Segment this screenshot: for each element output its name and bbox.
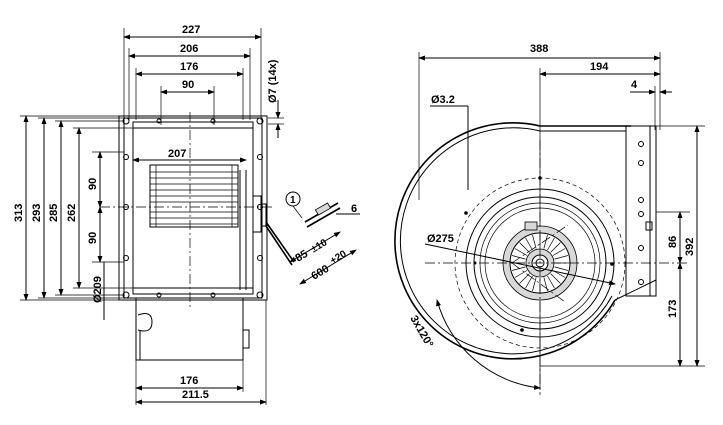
rotor-spoke [554,266,569,271]
dim-cable-600-tol: +20 [328,248,349,266]
rotor-spoke [554,255,569,260]
side-view: 388 194 4 Ø3.2 [394,43,705,395]
rotor-spoke [519,273,530,284]
dim-392: 392 [684,238,696,256]
front-top-dimensions: 227 206 176 90 [123,24,262,125]
dim-176-bottom: 176 [180,375,198,387]
dim-293: 293 [31,204,43,222]
dim-hole-spec: Ø7 (14x) [267,59,279,103]
dim-207: 207 [168,148,186,160]
side-top-dimensions: 388 194 4 [418,43,672,390]
rotor-spoke [543,234,548,249]
rotor-spoke [550,273,561,284]
dim-227: 227 [182,24,200,36]
front-housing: 207 [100,112,295,310]
front-view: 227 206 176 90 Ø7 (14x) [13,24,295,405]
dim-194: 194 [590,61,609,73]
dim-173: 173 [667,300,679,318]
hole-spec-callout: Ø7 (14x) [267,59,284,138]
dim-388: 388 [530,43,548,55]
impeller-diameter-callout: Ø275 [424,233,616,286]
dim-90-lower: 90 [87,232,99,244]
front-left-dimensions: 313 293 285 262 90 90 Ø209 [13,115,133,320]
rotor-spokes [511,234,569,292]
rotor-spoke [511,255,526,260]
dim-cable-6: 6 [351,203,357,215]
rotor-spoke [547,237,555,251]
dim-4: 4 [631,79,638,91]
dim-hole-3-2: Ø3.2 [431,94,455,106]
dim-86: 86 [667,236,679,248]
dim-90-top: 90 [182,79,194,91]
rotor-spoke [514,270,528,278]
front-bottom-dimensions: 176 211.5 [135,300,267,405]
rotor-spoke [519,242,530,253]
outlet-stub [135,297,250,361]
dim-176-top: 176 [180,61,198,73]
callout-1: 1 [290,195,296,206]
dim-cable-600: 600 [309,263,331,283]
cable-detail: 1 6 85 ±10 600 +20 [285,191,360,285]
dim-211-5: 211.5 [182,389,209,401]
rotor-spoke [547,275,555,289]
dim-cable-85: 85 [293,248,310,265]
dim-inlet-diameter: Ø209 [92,276,104,303]
side-right-dimensions: 86 392 173 [540,125,705,367]
dim-262: 262 [66,204,78,222]
rotor-spoke [525,237,533,251]
rotor-spoke [552,248,566,256]
dim-313: 313 [13,204,25,222]
rotor-spoke [550,242,561,253]
impeller-blades [149,164,239,228]
rotor-spoke [532,277,537,292]
dim-impeller-275: Ø275 [427,233,454,245]
rotor-spoke [514,248,528,256]
angle-callout: 3x120° [407,299,541,390]
dim-206: 206 [180,43,198,55]
rotor-spoke [525,275,533,289]
dim-285: 285 [48,204,60,222]
rotor-spoke [532,234,537,249]
hole-diameter-callout: Ø3.2 [430,94,469,190]
rotor-spoke [511,266,526,271]
dim-90-upper: 90 [87,178,99,190]
